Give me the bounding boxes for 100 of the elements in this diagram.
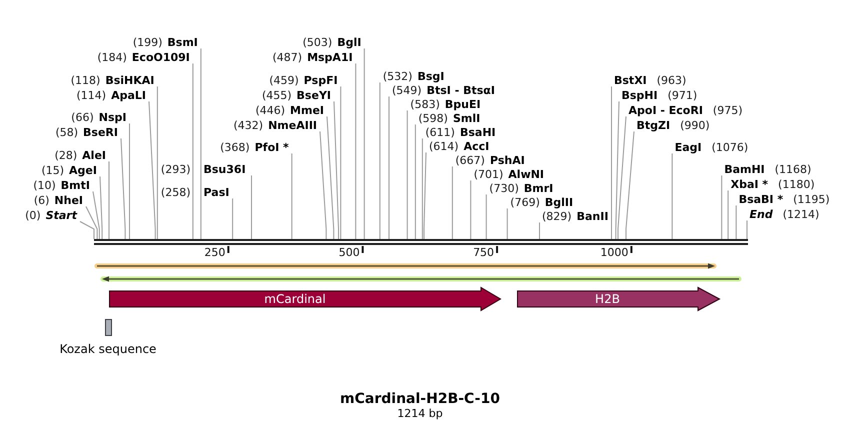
- enzyme-name: AlwNI: [508, 168, 544, 180]
- sequence-end-label: End: [750, 208, 773, 220]
- leader-line: [618, 116, 626, 240]
- site-position: (446): [255, 104, 286, 116]
- enzyme-name: BsaHI: [460, 126, 496, 138]
- site-position: (66): [71, 110, 94, 124]
- site-position: (1076): [712, 140, 748, 154]
- leader-line: [340, 86, 342, 240]
- feature-label: Kozak sequence: [60, 342, 156, 356]
- site-position: (114): [76, 88, 106, 102]
- enzyme-name: MmeI: [290, 104, 324, 116]
- site-position: (549): [392, 84, 422, 96]
- leader-line: [355, 63, 356, 240]
- leader-line: [672, 153, 673, 240]
- leader-line: [470, 180, 472, 240]
- enzyme-name: BsiHKAI: [105, 74, 154, 86]
- enzyme-name: BsaBI *: [738, 192, 784, 206]
- site-position: (730): [489, 182, 519, 194]
- leader-line: [129, 123, 130, 240]
- enzyme-name: NmeAIII: [268, 118, 317, 132]
- feature-label: H2B: [595, 291, 620, 307]
- map-title: mCardinal-H2B-C-10: [340, 391, 500, 408]
- site-position: (432): [233, 118, 264, 132]
- site-position: (503): [302, 36, 332, 48]
- enzyme-name: PspFI: [304, 74, 338, 86]
- scale-label: 1000: [600, 246, 628, 259]
- leader-line: [80, 221, 94, 240]
- site-position: (487): [272, 50, 302, 64]
- leader-line: [92, 191, 100, 240]
- leader-line: [379, 82, 380, 240]
- enzyme-name: XbaI *: [730, 178, 768, 190]
- scale-label: 750: [473, 246, 494, 259]
- site-position: (614): [429, 140, 459, 152]
- enzyme-name: PasI: [204, 186, 230, 198]
- site-position: (293): [160, 162, 190, 176]
- site-position: (58): [55, 126, 78, 138]
- site-position: (583): [410, 98, 440, 110]
- leader-line: [291, 153, 292, 240]
- leader-line: [406, 110, 408, 240]
- scale-label: 500: [338, 246, 360, 259]
- leader-line: [192, 63, 194, 240]
- site-position: (769): [510, 196, 540, 208]
- enzyme-name: BpuEI: [444, 98, 481, 110]
- site-position: (598): [418, 112, 448, 124]
- leader-line: [100, 176, 103, 240]
- leader-line: [120, 138, 126, 240]
- site-position: (990): [680, 118, 710, 132]
- site-position: (184): [97, 50, 127, 64]
- enzyme-name: BamHI: [724, 162, 765, 176]
- feature-label: mCardinal: [264, 291, 326, 307]
- site-position: (368): [220, 140, 250, 154]
- enzyme-name: BmtI: [60, 178, 90, 192]
- enzyme-name: Bsu36I: [204, 162, 246, 176]
- enzyme-name: BtsI - BtsαI: [426, 84, 495, 96]
- leader-line: [452, 166, 453, 240]
- enzyme-name: BstXI: [614, 74, 647, 86]
- leader-line: [86, 206, 98, 240]
- site-position: (28): [54, 148, 78, 162]
- site-position: (199): [132, 36, 162, 48]
- site-position: (611): [425, 126, 455, 138]
- enzyme-name: BsgI: [417, 70, 444, 82]
- enzyme-name: BglI: [337, 36, 362, 48]
- enzyme-name: BsmI: [167, 36, 198, 48]
- enzyme-name: BmrI: [524, 182, 554, 194]
- enzyme-name: MspA1I: [307, 50, 353, 64]
- site-position: (15): [41, 164, 64, 176]
- enzyme-name: AleI: [82, 148, 106, 162]
- leader-line: [388, 96, 390, 240]
- dna-backbone: [94, 239, 748, 245]
- leader-line: [414, 124, 416, 240]
- site-position: (971): [668, 88, 698, 102]
- site-position: (667): [455, 154, 485, 166]
- enzyme-name: BspHI: [622, 88, 658, 102]
- enzyme-name: BseRI: [83, 126, 118, 138]
- leader-line: [626, 131, 634, 240]
- leader-line: [486, 194, 487, 240]
- enzyme-name: BseYI: [296, 88, 331, 102]
- site-position: (701): [474, 168, 504, 180]
- enzyme-name: SmlI: [452, 112, 480, 124]
- enzyme-name: BanII: [576, 210, 608, 222]
- site-position: (532): [382, 70, 412, 82]
- enzyme-name: BglII: [544, 196, 574, 208]
- enzyme-name: AgeI: [69, 164, 97, 176]
- leader-line: [721, 175, 722, 240]
- leader-line: [326, 116, 334, 240]
- site-position: (258): [160, 186, 191, 198]
- site-position: (1180): [778, 178, 815, 190]
- sequence-length-label: 1214 bp: [397, 407, 443, 420]
- leader-line: [108, 161, 110, 240]
- site-position: (118): [70, 74, 100, 86]
- enzyme-name: PshAI: [490, 154, 525, 166]
- leader-line: [320, 131, 327, 240]
- enzyme-name: EcoO109I: [132, 50, 190, 64]
- site-position: (455): [262, 88, 292, 102]
- site-position: (963): [656, 74, 686, 86]
- site-position: (829): [542, 210, 572, 222]
- enzyme-name: NspI: [98, 110, 126, 124]
- enzyme-name: PfoI *: [254, 140, 289, 154]
- enzyme-name: EagI: [674, 140, 702, 154]
- enzyme-name: ApaLI: [111, 88, 146, 102]
